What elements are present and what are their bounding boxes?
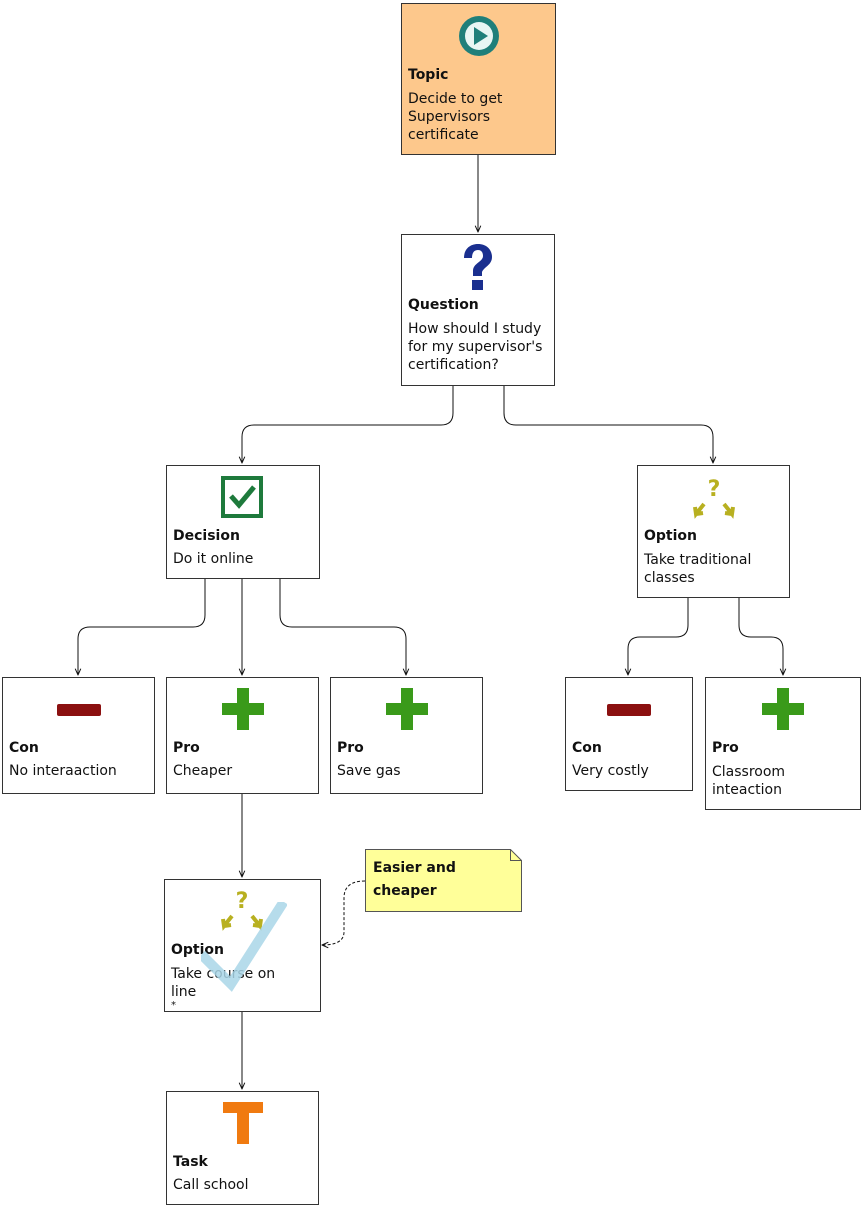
node-type-label: Option bbox=[171, 942, 224, 958]
edge-decision-con bbox=[78, 579, 206, 675]
decision-node[interactable]: Decision Do it online bbox=[166, 465, 320, 579]
pro-cheaper-node[interactable]: Pro Cheaper bbox=[166, 677, 319, 794]
node-text: Very costly bbox=[572, 763, 649, 779]
pro-classroom-node[interactable]: Pro Classroom inteaction bbox=[705, 677, 861, 810]
edge-option-pro bbox=[738, 598, 783, 675]
plus-icon bbox=[762, 688, 804, 730]
note-shape bbox=[365, 849, 522, 912]
edge-option-con bbox=[628, 598, 689, 675]
node-type-label: Pro bbox=[337, 740, 364, 756]
minus-icon bbox=[57, 704, 101, 716]
option-online-node[interactable]: ? Option Take course on line * bbox=[164, 879, 321, 1012]
node-text: Call school bbox=[173, 1177, 249, 1193]
con-costly-node[interactable]: Con Very costly bbox=[565, 677, 693, 791]
checkbox-icon bbox=[221, 476, 263, 518]
node-text: How should I study for my supervisor's c… bbox=[408, 321, 543, 373]
task-t-icon bbox=[223, 1102, 263, 1144]
svg-text:?: ? bbox=[236, 889, 249, 914]
edge-note-option bbox=[322, 880, 366, 945]
node-type-label: Task bbox=[173, 1154, 208, 1170]
option-arrows-icon: ? bbox=[221, 889, 263, 931]
svg-text:?: ? bbox=[708, 477, 721, 502]
edge-question-option bbox=[503, 386, 713, 463]
node-type-label: Pro bbox=[173, 740, 200, 756]
node-text: No interaaction bbox=[9, 763, 117, 779]
edge-decision-pro-gas bbox=[279, 579, 406, 675]
node-type-label: Decision bbox=[173, 528, 240, 544]
topic-node[interactable]: Topic Decide to get Supervisors certific… bbox=[401, 3, 556, 155]
task-node[interactable]: Task Call school bbox=[166, 1091, 319, 1205]
edge-question-decision bbox=[242, 386, 454, 463]
question-mark-icon bbox=[464, 244, 492, 290]
done-check-icon bbox=[201, 902, 287, 992]
node-text: Decide to get Supervisors certificate bbox=[408, 91, 503, 143]
plus-icon bbox=[386, 688, 428, 730]
con-online-node[interactable]: Con No interaaction bbox=[2, 677, 155, 794]
node-type-label: Pro bbox=[712, 740, 739, 756]
note[interactable]: Easier and cheaper bbox=[365, 849, 522, 912]
play-icon bbox=[459, 16, 499, 56]
node-type-label: Topic bbox=[408, 67, 449, 83]
node-text: Do it online bbox=[173, 551, 254, 567]
node-text: Take traditional classes bbox=[644, 552, 752, 586]
node-type-label: Question bbox=[408, 297, 479, 313]
question-node[interactable]: Question How should I study for my super… bbox=[401, 234, 555, 386]
minus-icon bbox=[607, 704, 651, 716]
option-arrows-icon: ? bbox=[693, 477, 735, 519]
node-marker: * bbox=[171, 1000, 176, 1011]
option-traditional-node[interactable]: ? Option Take traditional classes bbox=[637, 465, 790, 598]
plus-icon bbox=[222, 688, 264, 730]
node-type-label: Con bbox=[572, 740, 602, 756]
node-text: Save gas bbox=[337, 763, 401, 779]
node-text: Cheaper bbox=[173, 763, 233, 779]
node-text: Classroom inteaction bbox=[712, 764, 786, 798]
pro-gas-node[interactable]: Pro Save gas bbox=[330, 677, 483, 794]
note-text: Easier and cheaper bbox=[373, 860, 456, 899]
node-type-label: Option bbox=[644, 528, 697, 544]
node-type-label: Con bbox=[9, 740, 39, 756]
